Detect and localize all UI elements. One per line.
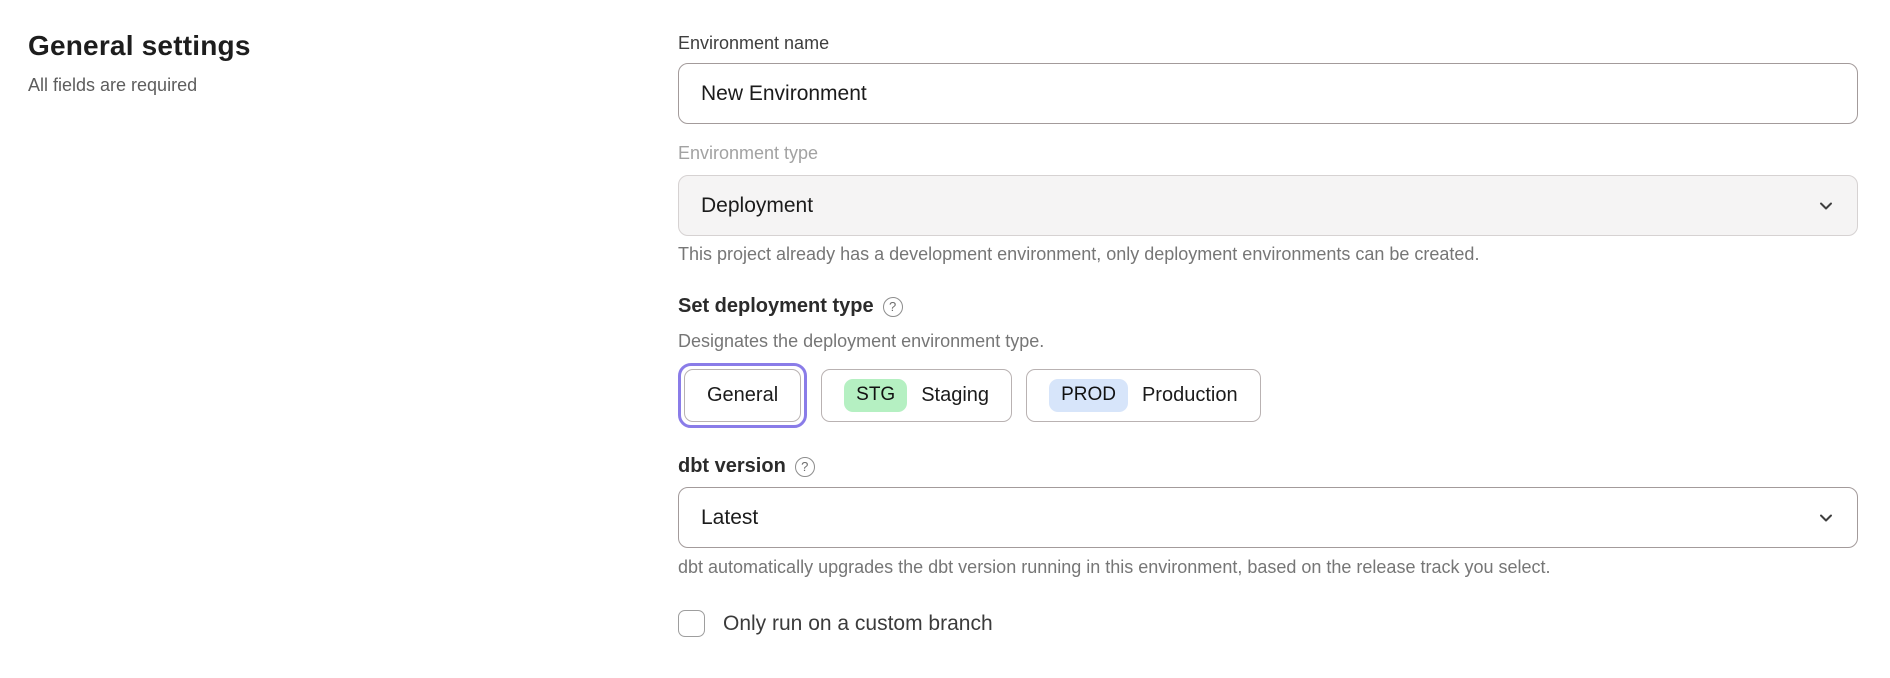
option-label: Staging <box>921 384 990 406</box>
deployment-type-options: General STG Staging PROD Production <box>678 363 1261 428</box>
environment-type-select[interactable]: Deployment <box>678 175 1858 236</box>
dbt-version-value: Latest <box>701 505 759 529</box>
page-subtitle: All fields are required <box>28 75 198 95</box>
general-settings-form: Environment name New Environment Environ… <box>678 0 1858 678</box>
custom-branch-row: Only run on a custom branch <box>678 610 993 637</box>
deployment-type-label: Set deployment type <box>678 295 874 317</box>
production-badge: PROD <box>1049 379 1128 412</box>
environment-name-input[interactable]: New Environment <box>678 63 1858 124</box>
dbt-version-select[interactable]: Latest <box>678 487 1858 548</box>
help-glyph: ? <box>801 459 809 474</box>
option-label: Production <box>1141 384 1238 406</box>
custom-branch-label: Only run on a custom branch <box>723 611 993 635</box>
environment-type-helper: This project already has a development e… <box>678 244 1480 264</box>
option-label: General <box>707 384 779 406</box>
dbt-version-helper: dbt automatically upgrades the dbt versi… <box>678 557 1551 577</box>
dbt-version-label: dbt version <box>678 455 786 477</box>
page-title: General settings <box>28 30 251 61</box>
environment-type-value: Deployment <box>701 193 814 217</box>
deployment-type-option-general[interactable]: General <box>684 369 802 422</box>
chevron-down-icon <box>1820 202 1832 209</box>
deployment-type-option-production[interactable]: PROD Production <box>1026 369 1261 422</box>
deployment-type-description: Designates the deployment environment ty… <box>678 331 1045 351</box>
help-glyph: ? <box>888 299 897 314</box>
environment-name-value: New Environment <box>701 81 867 105</box>
dbt-version-label-row: dbt version ? <box>678 455 815 478</box>
staging-badge: STG <box>844 379 908 412</box>
section-header: General settings All fields are required <box>28 30 251 96</box>
custom-branch-checkbox[interactable] <box>678 610 705 637</box>
deployment-type-option-staging[interactable]: STG Staging <box>821 369 1013 422</box>
environment-type-label: Environment type <box>678 143 819 163</box>
deployment-type-label-row: Set deployment type ? <box>678 295 903 318</box>
selected-option-ring: General <box>678 363 808 428</box>
help-icon[interactable]: ? <box>882 296 903 317</box>
environment-name-label: Environment name <box>678 33 830 53</box>
chevron-down-icon <box>1820 514 1832 521</box>
help-icon[interactable]: ? <box>794 456 815 477</box>
